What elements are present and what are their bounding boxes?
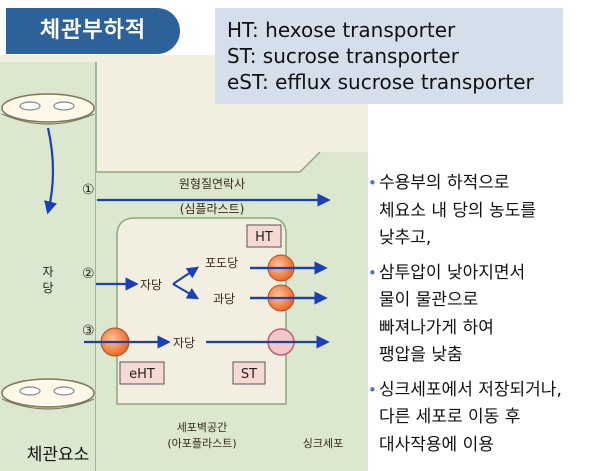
bullet-dot-icon: • <box>368 260 377 288</box>
legend-item-est: eST: efflux sucrose transporter <box>227 69 551 95</box>
step3-label: ③ <box>82 323 95 339</box>
glucose-label: 포도당 <box>205 256 238 270</box>
bullet-line: 싱크세포에서 저장되거나, <box>379 377 604 405</box>
symplast-sublabel: (심플라스트) <box>180 202 245 216</box>
sucrose-step2: 자당 <box>140 278 162 292</box>
bullet-line: 수용부의 하적으로 <box>379 170 604 198</box>
sucrose-left-label: 자 <box>42 265 53 279</box>
bullet-line: 빠져나가게 하여 <box>379 315 604 343</box>
st-label: ST <box>241 367 257 382</box>
fructose-label: 과당 <box>213 292 235 306</box>
est-label: eHT <box>129 367 155 382</box>
sucrose-step3: 자당 <box>173 336 195 350</box>
bullet-item-2: • 삼투압이 낮아지면서 물이 물관으로 빠져나가게 하여 팽압을 낮춤 <box>368 260 604 370</box>
explanation-bullets: • 수용부의 하적으로 체요소 내 당의 농도를 낮추고, • 삼투압이 낮아지… <box>368 170 604 466</box>
bullet-line: 팽압을 낮춤 <box>379 342 604 370</box>
bullet-line: 낮추고, <box>379 225 604 253</box>
bullet-dot-icon: • <box>368 170 377 198</box>
bullet-line: 물이 물관으로 <box>379 287 604 315</box>
sieve-plate-bottom <box>2 379 94 409</box>
ht-label: HT <box>255 230 273 245</box>
sucrose-left-label-2: 당 <box>42 281 53 295</box>
sieve-plate-top <box>2 94 94 124</box>
symplast-label: 원형질연락사 <box>179 177 245 191</box>
apoplast-label: 세포벽공간 <box>177 421 228 434</box>
bullet-line: 체요소 내 당의 농도를 <box>379 198 604 226</box>
bullet-dot-icon: • <box>368 377 377 405</box>
sieve-element-label: 체관요소 <box>27 445 90 465</box>
bullet-line: 대사작용에 이용 <box>379 432 604 460</box>
sink-cell-label: 싱크세포 <box>303 437 343 450</box>
legend-box: HT: hexose transporter ST: sucrose trans… <box>215 8 563 104</box>
apoplast-sublabel: (아포플라스트) <box>167 437 236 450</box>
legend-item-st: ST: sucrose transporter <box>227 43 551 69</box>
bullet-item-3: • 싱크세포에서 저장되거나, 다른 세포로 이동 후 대사작용에 이용 <box>368 377 604 460</box>
legend-item-ht: HT: hexose transporter <box>227 17 551 43</box>
bullet-line: 다른 세포로 이동 후 <box>379 404 604 432</box>
step2-label: ② <box>82 266 95 282</box>
page-title: 체관부하적 <box>6 8 180 54</box>
step1-label: ① <box>82 182 95 198</box>
bullet-line: 삼투압이 낮아지면서 <box>379 260 604 288</box>
bullet-item-1: • 수용부의 하적으로 체요소 내 당의 농도를 낮추고, <box>368 170 604 253</box>
